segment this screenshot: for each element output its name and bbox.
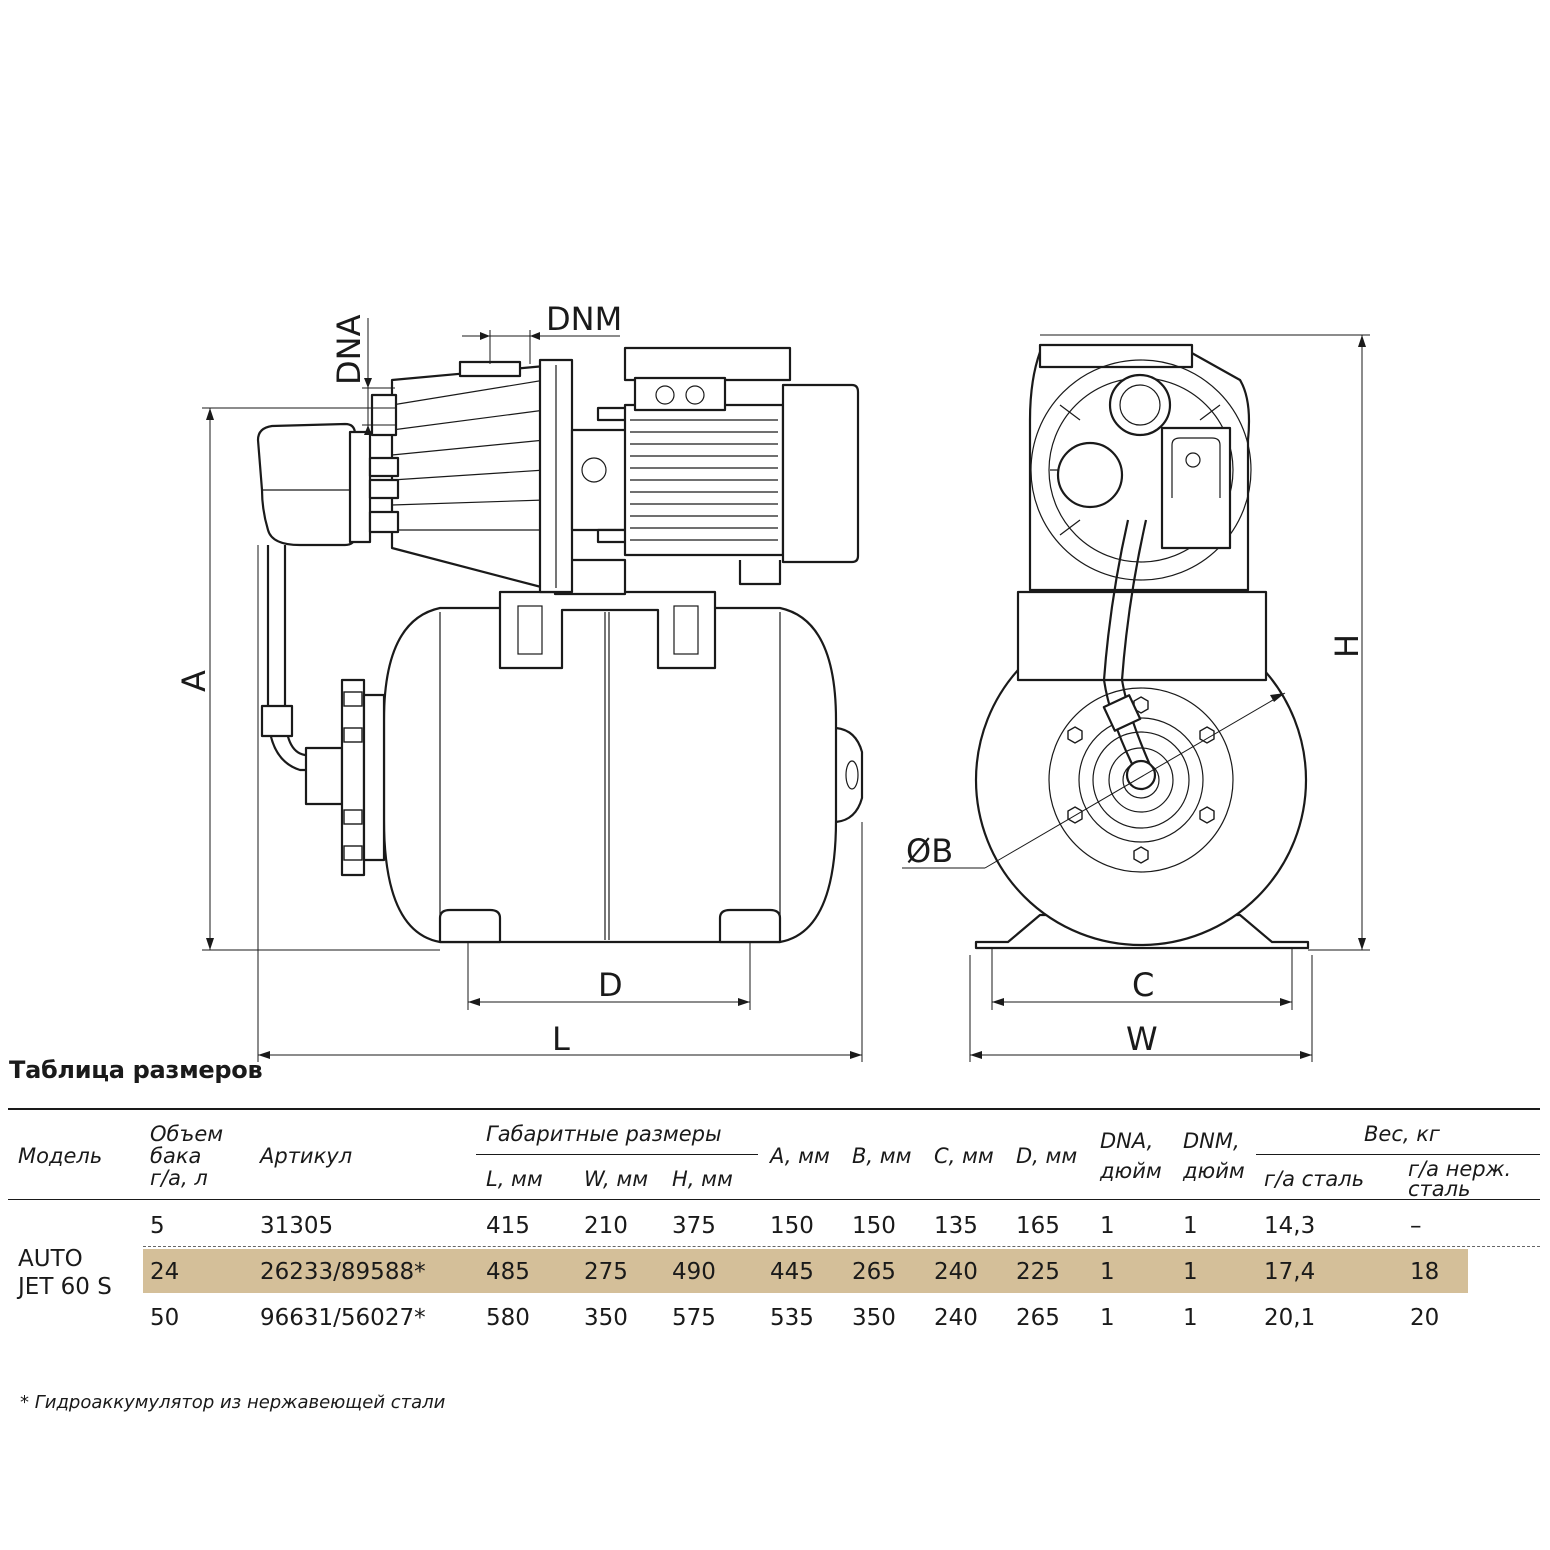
cell-c: 240 [934, 1305, 978, 1331]
cell-d: 165 [1016, 1213, 1060, 1239]
technical-drawing: DNM DNA A H D L C W ØB [175, 300, 1370, 1062]
cell-d: 265 [1016, 1305, 1060, 1331]
cell-c: 240 [934, 1259, 978, 1285]
cell-dna: 1 [1100, 1305, 1115, 1331]
cell-d: 225 [1016, 1259, 1060, 1285]
header-overall: Габаритные размеры [486, 1122, 722, 1146]
header-h: H, мм [672, 1167, 733, 1191]
cell-weight-stainless: 20 [1410, 1305, 1440, 1331]
header-tank-1: Объем [150, 1122, 224, 1146]
cell-dna: 1 [1100, 1259, 1115, 1285]
overall-sub-rule [476, 1154, 758, 1155]
cell-weight-stainless: – [1410, 1213, 1422, 1239]
model-name: AUTO JET 60 S [18, 1245, 112, 1301]
header-article: Артикул [260, 1144, 353, 1168]
header-a: A, мм [770, 1144, 830, 1168]
cell-weight-steel: 20,1 [1264, 1305, 1316, 1331]
header-weight-steel: г/а сталь [1264, 1167, 1365, 1191]
header-weight: Вес, кг [1364, 1122, 1440, 1146]
label-dnm: DNM [546, 300, 622, 338]
model-name-line-1: AUTO [18, 1246, 83, 1272]
cell-h: 575 [672, 1305, 716, 1331]
cell-article: 96631/56027* [260, 1305, 426, 1331]
model-name-line-2: JET 60 S [18, 1274, 112, 1300]
cell-dnm: 1 [1183, 1259, 1198, 1285]
label-w: W [1126, 1020, 1158, 1058]
label-dna: DNA [330, 314, 368, 385]
cell-l: 415 [486, 1213, 530, 1239]
cell-dnm: 1 [1183, 1213, 1198, 1239]
header-dnm-2: дюйм [1183, 1159, 1245, 1183]
header-weight-stainless-2: сталь [1408, 1177, 1471, 1201]
front-view [974, 343, 1310, 950]
label-c: C [1132, 966, 1154, 1004]
header-tank-3: г/а, л [150, 1166, 208, 1190]
header-bottom-rule [8, 1199, 1540, 1200]
cell-dnm: 1 [1183, 1305, 1198, 1331]
cell-b: 265 [852, 1259, 896, 1285]
table-title: Таблица размеров [9, 1056, 263, 1084]
cell-dna: 1 [1100, 1213, 1115, 1239]
table-top-rule [8, 1108, 1540, 1110]
cell-a: 150 [770, 1213, 814, 1239]
highlighted-row-background [143, 1249, 1468, 1293]
cell-c: 135 [934, 1213, 978, 1239]
cell-weight-steel: 17,4 [1264, 1259, 1316, 1285]
label-a: A [175, 670, 213, 692]
side-view [256, 346, 864, 944]
dimension-lines [202, 318, 1370, 1062]
cell-h: 375 [672, 1213, 716, 1239]
header-l: L, мм [486, 1167, 543, 1191]
header-d: D, мм [1016, 1144, 1078, 1168]
header-tank-2: бака [150, 1144, 202, 1168]
cell-h: 490 [672, 1259, 716, 1285]
cell-l: 485 [486, 1259, 530, 1285]
weight-sub-rule [1256, 1154, 1540, 1155]
cell-a: 535 [770, 1305, 814, 1331]
cell-b: 350 [852, 1305, 896, 1331]
cell-article: 26233/89588* [260, 1259, 426, 1285]
label-l: L [552, 1020, 570, 1058]
cell-w: 350 [584, 1305, 628, 1331]
cell-b: 150 [852, 1213, 896, 1239]
cell-article: 31305 [260, 1213, 334, 1239]
header-dnm-1: DNM, [1183, 1129, 1240, 1153]
cell-weight-steel: 14,3 [1264, 1213, 1316, 1239]
cell-tank: 50 [150, 1305, 180, 1331]
cell-weight-stainless: 18 [1410, 1259, 1440, 1285]
cell-a: 445 [770, 1259, 814, 1285]
label-b: ØB [906, 832, 953, 870]
header-weight-stainless-1: г/а нерж. [1408, 1157, 1512, 1181]
header-b: B, мм [852, 1144, 912, 1168]
row-divider [143, 1246, 1540, 1247]
label-h: H [1328, 634, 1366, 658]
cell-w: 275 [584, 1259, 628, 1285]
header-dna-2: дюйм [1100, 1159, 1162, 1183]
footnote: * Гидроаккумулятор из нержавеющей стали [20, 1392, 446, 1413]
header-w: W, мм [584, 1167, 649, 1191]
header-c: C, мм [934, 1144, 994, 1168]
cell-w: 210 [584, 1213, 628, 1239]
cell-tank: 24 [150, 1259, 180, 1285]
header-dna-1: DNA, [1100, 1129, 1154, 1153]
header-model: Модель [18, 1144, 103, 1168]
cell-l: 580 [486, 1305, 530, 1331]
cell-tank: 5 [150, 1213, 165, 1239]
label-d: D [598, 966, 623, 1004]
